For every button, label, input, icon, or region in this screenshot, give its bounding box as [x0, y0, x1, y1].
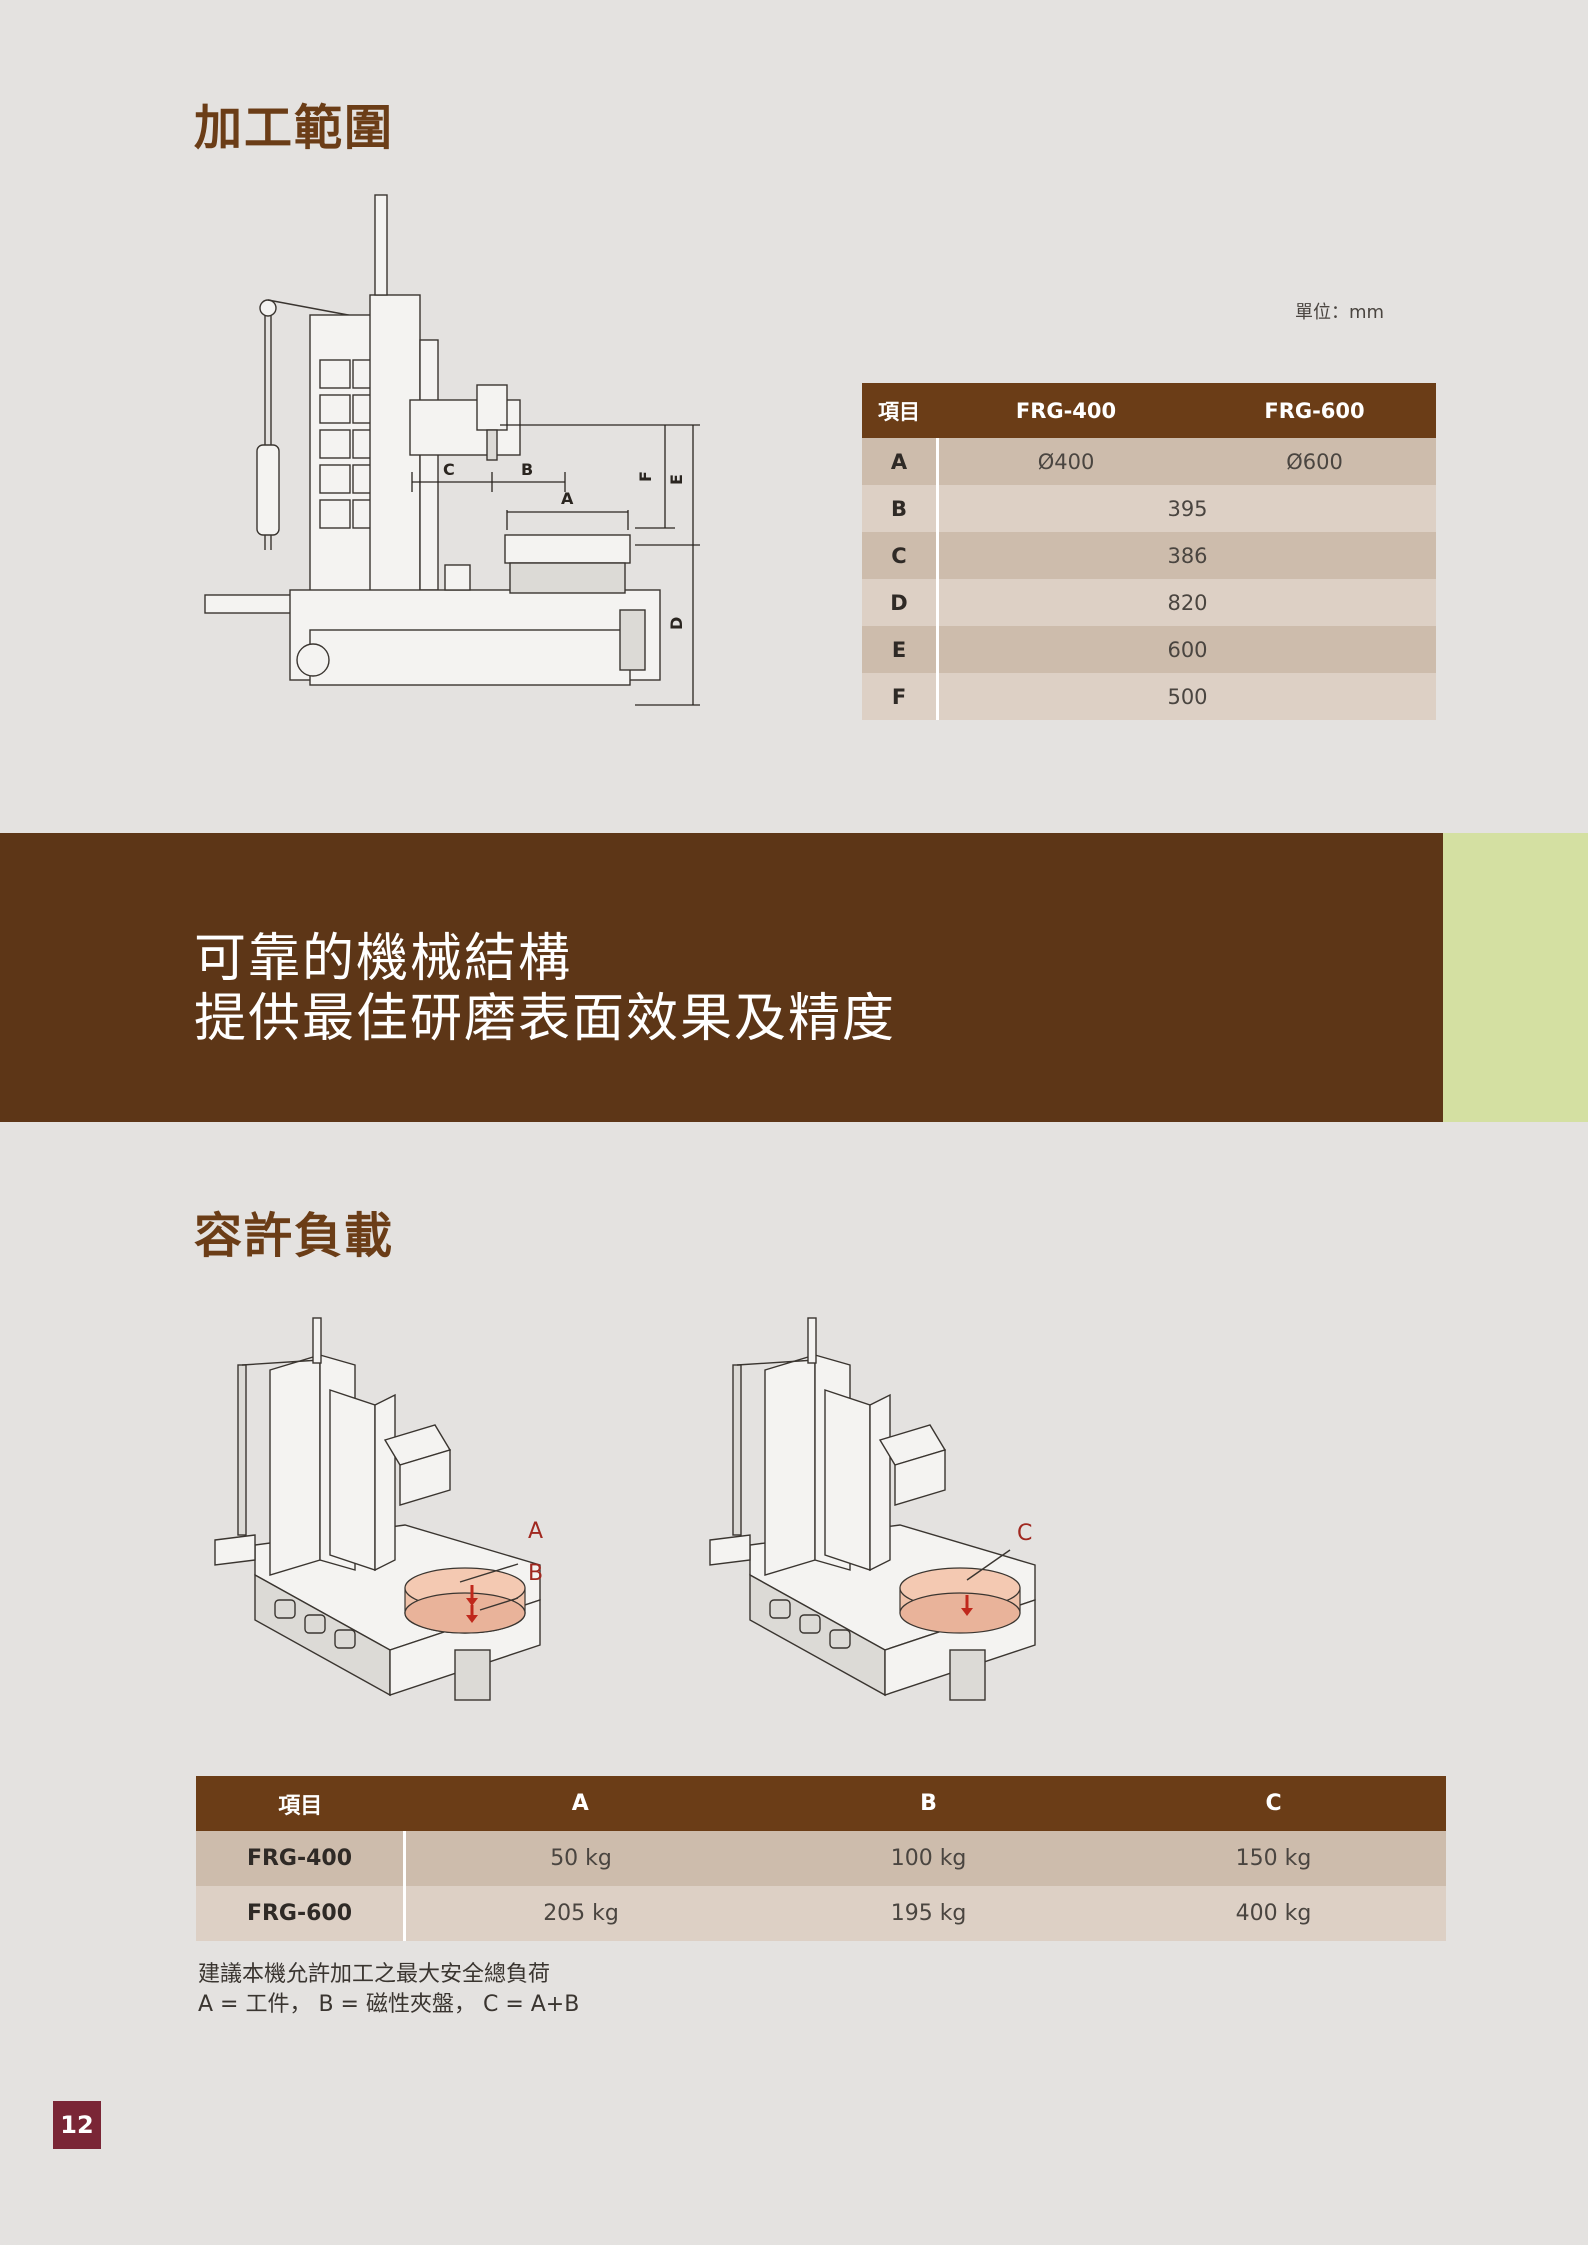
cell-a: 50 kg: [404, 1831, 757, 1886]
row-model: FRG-600: [196, 1886, 406, 1941]
banner-slogan-line1: 可靠的機械結構: [194, 929, 573, 989]
cell-shared-value: 600: [937, 626, 1436, 673]
cell-b: 100 kg: [756, 1831, 1102, 1886]
cell-frg400: Ø400: [937, 438, 1193, 485]
table-row: A Ø400 Ø600: [862, 438, 1436, 485]
callout-c: C: [1017, 1521, 1032, 1546]
callout-b: B: [528, 1561, 543, 1586]
dim-label-f: F: [636, 471, 655, 482]
table-row: FRG-400 50 kg 100 kg 150 kg: [196, 1831, 1446, 1886]
row-item: E: [862, 626, 939, 673]
row-item: D: [862, 579, 939, 626]
cell-shared-value: 820: [937, 579, 1436, 626]
page-number: 12: [53, 2101, 101, 2149]
dim-label-c: C: [443, 460, 455, 479]
cell-shared-value: 386: [937, 532, 1436, 579]
slogan-banner: [0, 833, 1443, 1122]
callout-a: A: [528, 1519, 543, 1544]
table-row: E 600: [862, 626, 1436, 673]
table-row: FRG-600 205 kg 195 kg 400 kg: [196, 1886, 1446, 1941]
cell-a: 205 kg: [404, 1886, 757, 1941]
dim-label-a: A: [561, 489, 574, 508]
unit-note: 單位：mm: [1295, 302, 1385, 323]
section-title-allowable-load: 容許負載: [194, 1208, 395, 1264]
header-frg600: FRG-600: [1193, 383, 1436, 438]
row-item: B: [862, 485, 939, 532]
header-item: 項目: [862, 383, 939, 438]
dim-label-d: D: [667, 617, 686, 630]
banner-slogan-line2: 提供最佳研磨表面效果及精度: [194, 989, 897, 1049]
load-note-line1: 建議本機允許加工之最大安全總負荷: [198, 1962, 551, 1987]
banner-accent-block: [1443, 833, 1588, 1122]
table-header-row: 項目 FRG-400 FRG-600: [862, 383, 1436, 438]
header-b: B: [756, 1776, 1102, 1831]
cell-b: 195 kg: [756, 1886, 1102, 1941]
table-row: C 386: [862, 532, 1436, 579]
cell-c: 150 kg: [1101, 1831, 1446, 1886]
row-model: FRG-400: [196, 1831, 406, 1886]
table-row: F 500: [862, 673, 1436, 720]
machine-side-view-drawing: C B A F E D: [204, 194, 700, 706]
row-item: F: [862, 673, 939, 720]
load-note-line2: A = 工件， B = 磁性夾盤， C = A+B: [198, 1992, 580, 2017]
dimension-table: 項目 FRG-400 FRG-600 A Ø400 Ø600 B 395 C 3…: [862, 383, 1436, 720]
section-title-machining-range: 加工範圍: [194, 100, 395, 156]
table-row: B 395: [862, 485, 1436, 532]
header-a: A: [404, 1776, 757, 1831]
machine-isometric-load-c-illustration: C: [709, 1317, 1036, 1701]
header-frg400: FRG-400: [937, 383, 1193, 438]
table-header-row: 項目 A B C: [196, 1776, 1446, 1831]
dim-label-e: E: [667, 474, 686, 485]
header-item: 項目: [196, 1776, 405, 1831]
cell-c: 400 kg: [1101, 1886, 1446, 1941]
row-item: C: [862, 532, 939, 579]
header-c: C: [1101, 1776, 1446, 1831]
machine-isometric-load-ab-illustration: A B: [214, 1317, 543, 1701]
table-row: D 820: [862, 579, 1436, 626]
row-item: A: [862, 438, 939, 485]
cell-frg600: Ø600: [1193, 438, 1436, 485]
allowable-load-table: 項目 A B C FRG-400 50 kg 100 kg 150 kg FRG…: [196, 1776, 1446, 1941]
cell-shared-value: 500: [937, 673, 1436, 720]
cell-shared-value: 395: [937, 485, 1436, 532]
dim-label-b: B: [521, 460, 533, 479]
